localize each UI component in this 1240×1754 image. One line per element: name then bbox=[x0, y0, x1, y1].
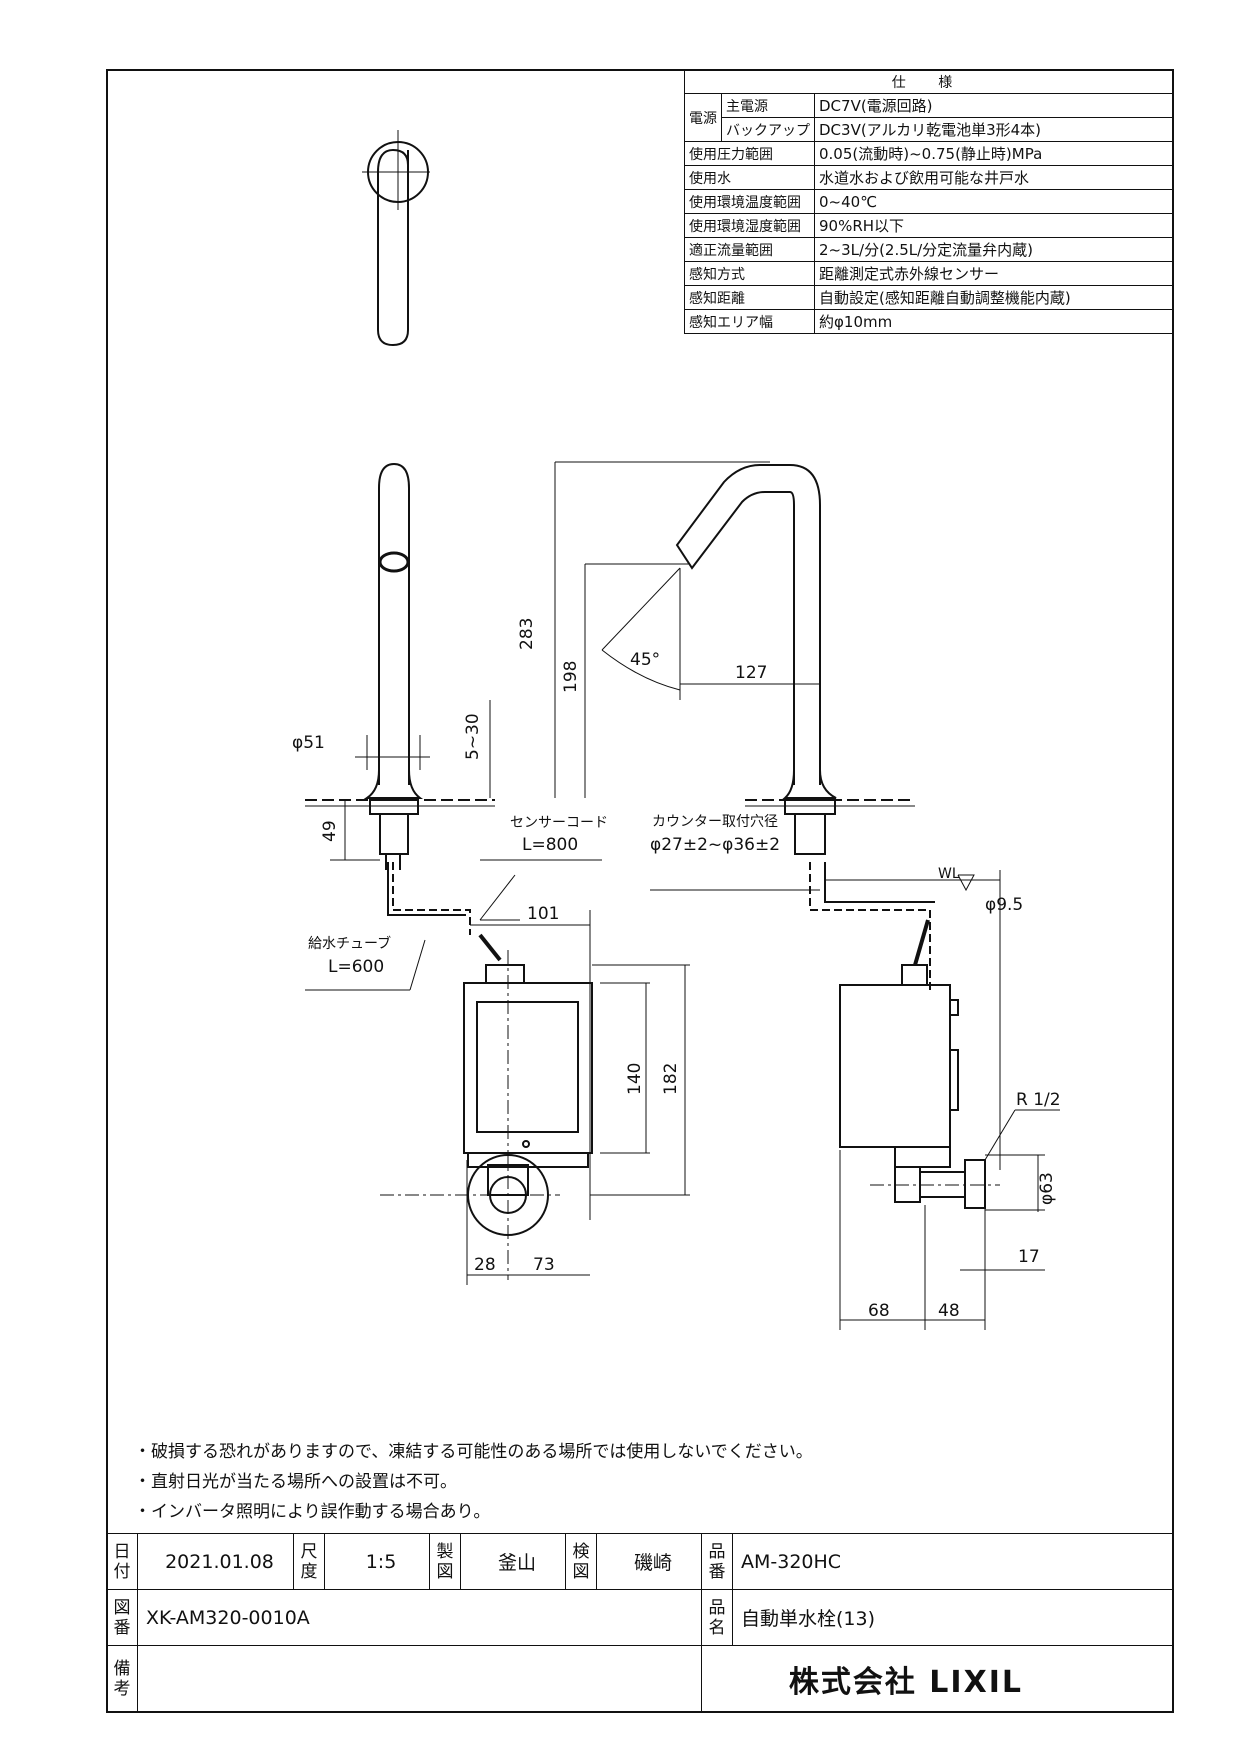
note-item: 直射日光が当たる場所への設置は不可。 bbox=[134, 1467, 813, 1497]
checked-label: 検図 bbox=[565, 1533, 597, 1590]
dim-phi63: φ63 bbox=[1037, 1172, 1057, 1205]
title-block: 日付 2021.01.08 尺度 1:5 製図 釜山 検図 磯崎 品番 AM-3… bbox=[106, 1533, 1174, 1713]
dim-48: 48 bbox=[938, 1301, 960, 1321]
spec-label: 感知距離 bbox=[684, 285, 815, 310]
spec-label: 適正流量範囲 bbox=[684, 237, 815, 262]
notes: 破損する恐れがありますので、凍結する可能性のある場所では使用しないでください。 … bbox=[134, 1437, 813, 1527]
spec-label: 感知エリア幅 bbox=[684, 309, 815, 334]
dim-17: 17 bbox=[1018, 1247, 1040, 1267]
top-view bbox=[362, 130, 430, 347]
dim-73: 73 bbox=[533, 1255, 555, 1275]
front-view bbox=[305, 462, 593, 1280]
dim-140: 140 bbox=[625, 1063, 645, 1095]
dim-182: 182 bbox=[661, 1063, 681, 1095]
sensor-cord-length: L=800 bbox=[522, 835, 578, 855]
dim-283: 283 bbox=[517, 618, 537, 650]
side-view bbox=[675, 464, 1000, 1209]
dim-68: 68 bbox=[868, 1301, 890, 1321]
checked-value: 磯崎 bbox=[596, 1533, 702, 1590]
dimension-texts: 283 198 127 45° φ51 5~30 49 101 140 182 … bbox=[292, 618, 1061, 1321]
counter-hole-dim: φ27±2~φ36±2 bbox=[650, 835, 780, 855]
date-value: 2021.01.08 bbox=[137, 1533, 294, 1590]
dim-127: 127 bbox=[735, 663, 767, 683]
remarks-label: 備考 bbox=[106, 1645, 138, 1713]
spec-label: 使用環境温度範囲 bbox=[684, 189, 815, 214]
scale-label: 尺度 bbox=[293, 1533, 325, 1590]
drawn-value: 釜山 bbox=[460, 1533, 566, 1590]
remarks-value bbox=[137, 1645, 702, 1713]
note-item: 破損する恐れがありますので、凍結する可能性のある場所では使用しないでください。 bbox=[134, 1437, 813, 1467]
dim-r1-2: R 1/2 bbox=[1016, 1090, 1061, 1110]
dim-angle: 45° bbox=[630, 650, 660, 670]
date-label: 日付 bbox=[106, 1533, 138, 1590]
spec-value: 0.05(流動時)~0.75(静止時)MPa bbox=[814, 141, 1174, 166]
dim-49: 49 bbox=[320, 820, 340, 842]
drawing-no-value: XK-AM320-0010A bbox=[137, 1589, 702, 1646]
sensor-cord-label: センサーコード bbox=[510, 815, 608, 831]
dim-28: 28 bbox=[474, 1255, 496, 1275]
dimension-lines bbox=[305, 461, 1060, 1330]
spec-label: 使用環境湿度範囲 bbox=[684, 213, 815, 238]
drawn-label: 製図 bbox=[429, 1533, 461, 1590]
supply-tube-label: 給水チューブ bbox=[308, 935, 391, 952]
dim-198: 198 bbox=[561, 661, 581, 693]
spec-label: 使用水 bbox=[684, 165, 815, 190]
supply-tube-length: L=600 bbox=[328, 957, 384, 977]
company-logo: 株式会社 LIXIL bbox=[701, 1645, 1174, 1713]
part-no-value: AM-320HC bbox=[732, 1533, 1174, 1590]
counter-hole-label: カウンター取付穴径 bbox=[652, 814, 778, 830]
spec-group: 電源 bbox=[684, 93, 722, 142]
wl-mark: WL bbox=[938, 866, 960, 882]
scale-value: 1:5 bbox=[324, 1533, 430, 1590]
product-name-value: 自動単水栓(13) bbox=[732, 1589, 1174, 1646]
drawing-no-label: 図番 bbox=[106, 1589, 138, 1646]
dim-101: 101 bbox=[527, 904, 559, 924]
spec-value: 約φ10mm bbox=[814, 309, 1174, 334]
note-item: インバータ照明により誤作動する場合あり。 bbox=[134, 1497, 813, 1527]
dim-phi9-5: φ9.5 bbox=[985, 895, 1023, 915]
dim-phi51: φ51 bbox=[292, 733, 325, 753]
spec-value: 自動設定(感知距離自動調整機能内蔵) bbox=[814, 285, 1174, 310]
product-name-label: 品名 bbox=[701, 1589, 733, 1646]
spec-value: 90%RH以下 bbox=[814, 213, 1174, 238]
part-no-label: 品番 bbox=[701, 1533, 733, 1590]
spec-table: 仕 様 電源 主電源 DC7V(電源回路) バックアップ DC3V(アルカリ乾電… bbox=[684, 69, 1174, 334]
dim-5-30: 5~30 bbox=[463, 713, 483, 760]
